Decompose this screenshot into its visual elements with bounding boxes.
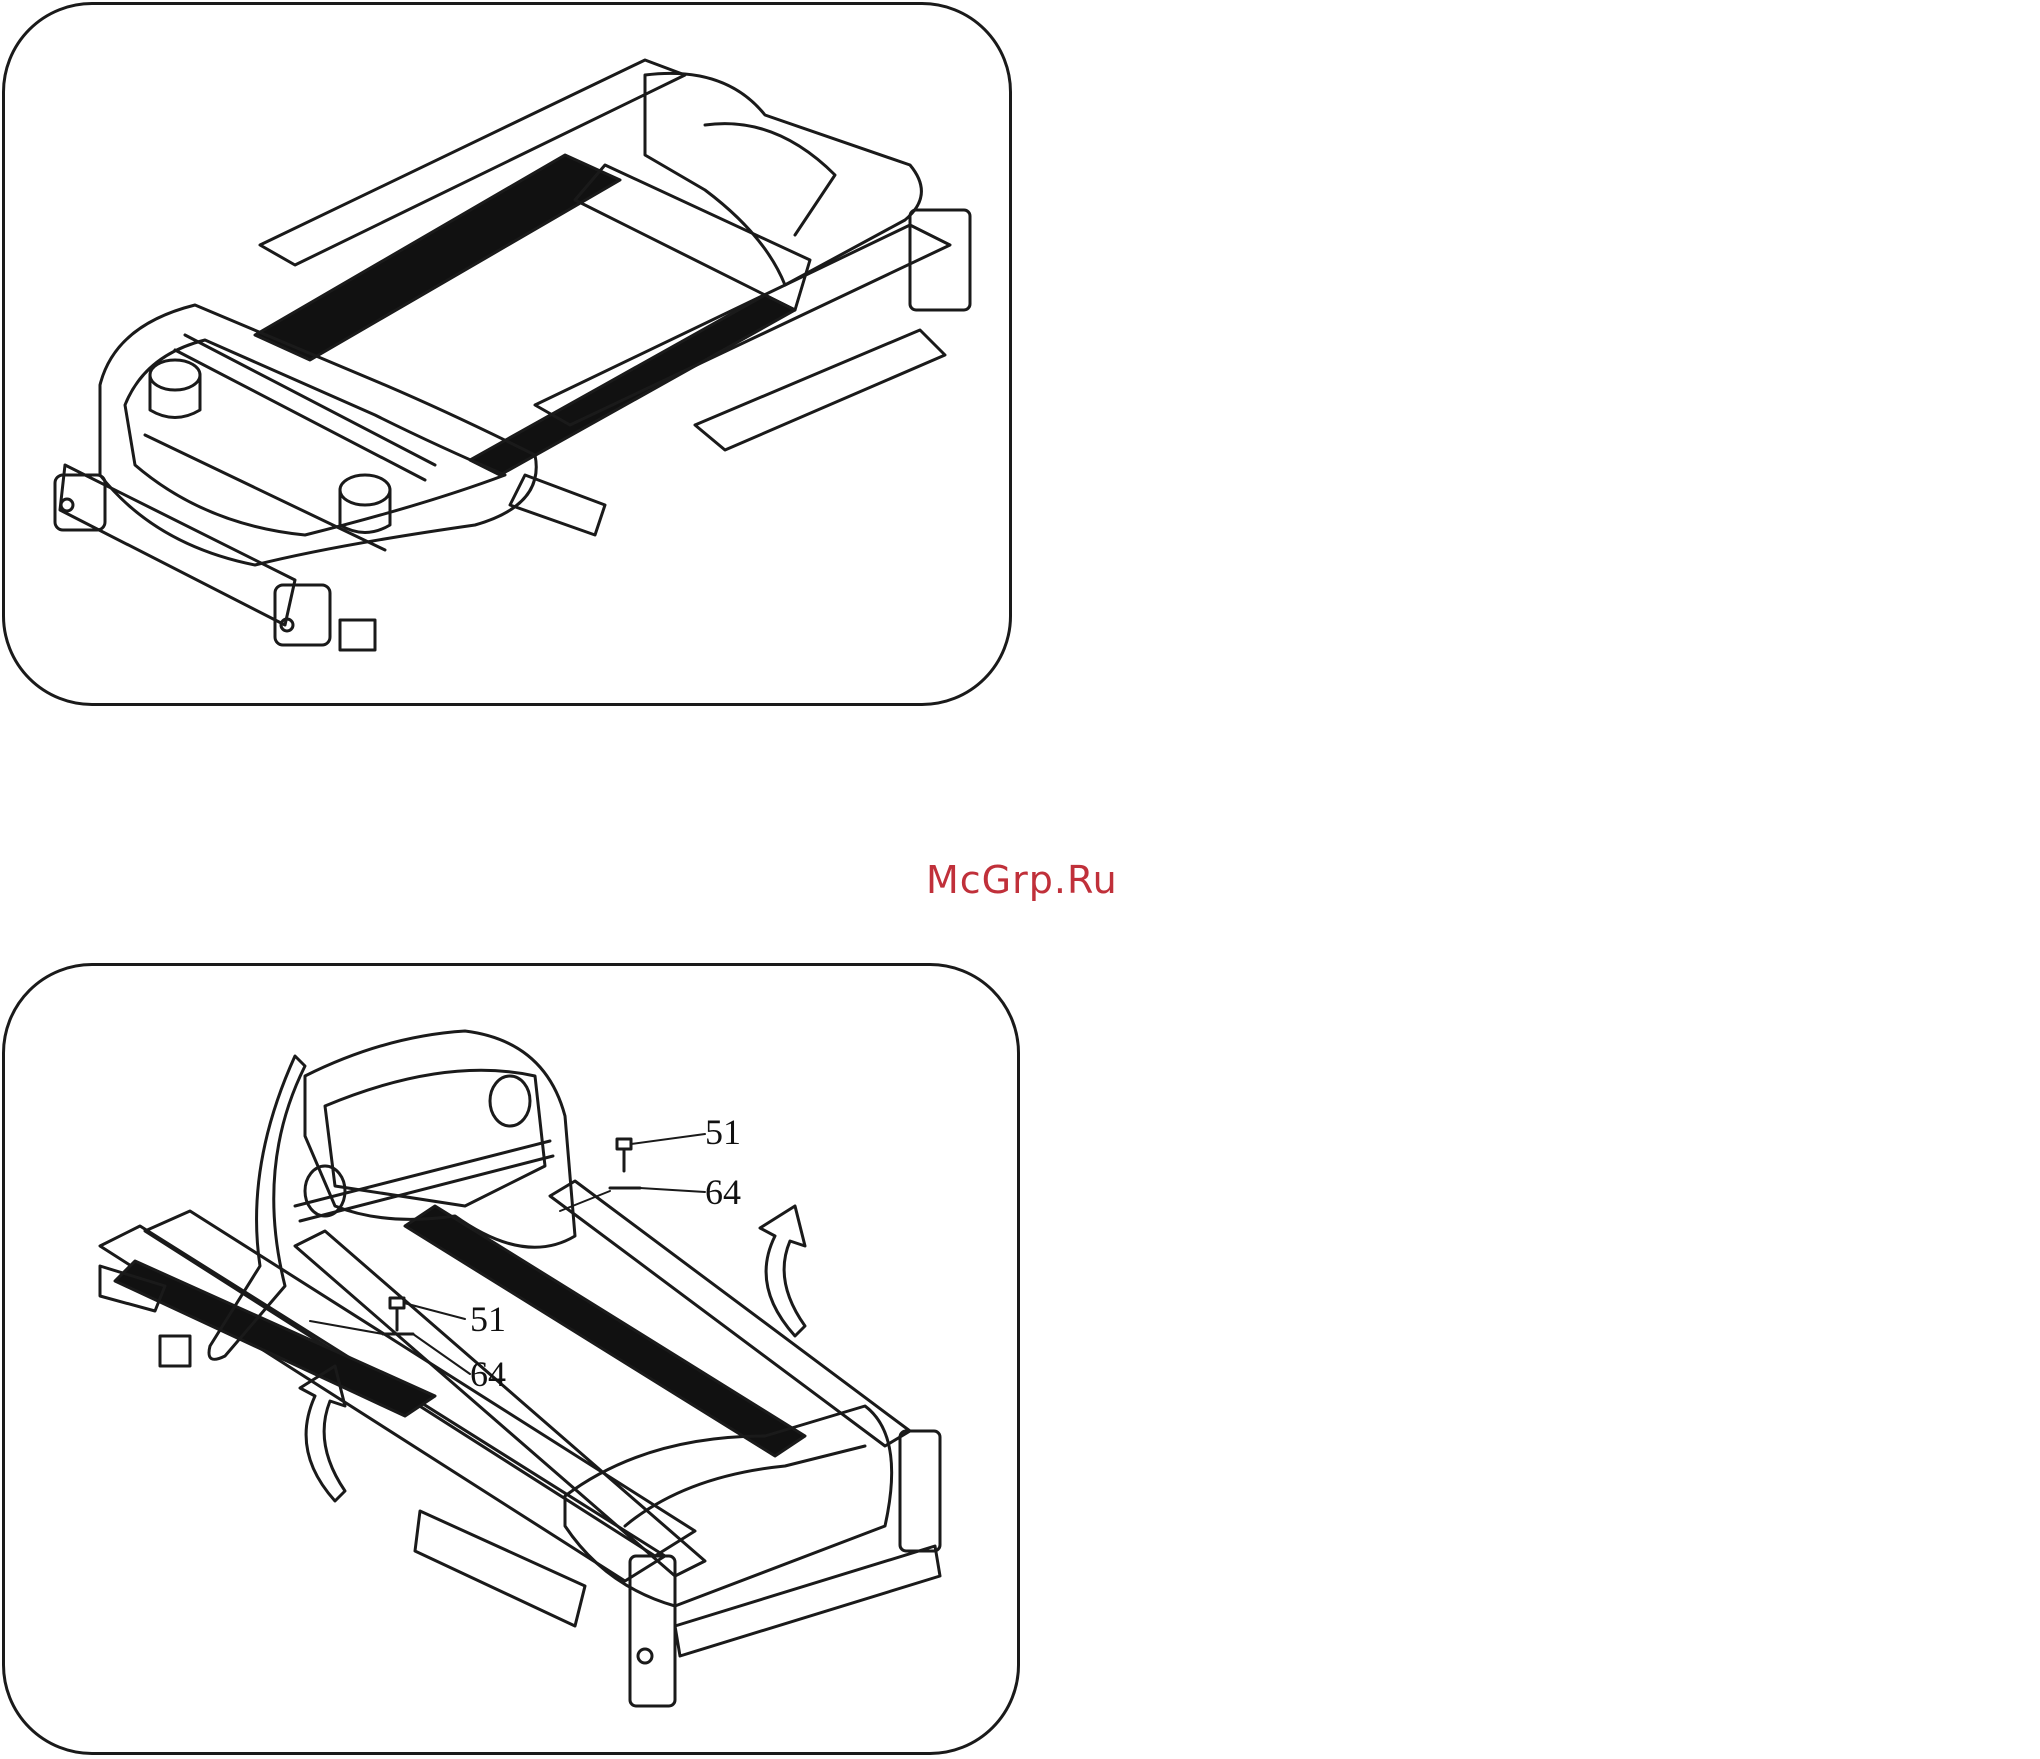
running-belt-upper: [405, 1206, 805, 1456]
treadmill-flat-underside-icon: [5, 5, 1012, 706]
lift-arrow-icon: [760, 1206, 805, 1336]
callout-label-51: 51: [470, 1301, 506, 1337]
rear-support: [510, 475, 605, 535]
cup-holder-right: [490, 1076, 530, 1126]
cup-holder-left: [150, 360, 200, 390]
motor-hood: [645, 73, 921, 285]
cup-holder-right: [340, 475, 390, 505]
post-end-cap-right: [900, 1431, 940, 1551]
treadmill-folding-icon: [5, 966, 1020, 1755]
base-frame: [675, 1546, 940, 1656]
foot-bar: [415, 1511, 585, 1626]
cup-holder-left: [305, 1166, 345, 1216]
figure-panel-top: [2, 2, 1012, 706]
bolt-icon: [390, 1298, 404, 1330]
post-end-cap-left: [630, 1556, 675, 1706]
figure-panel-bottom: 51 64 51 64: [2, 963, 1020, 1755]
callout-label-51: 51: [705, 1114, 741, 1150]
levelling-foot: [340, 620, 375, 650]
callout-label-64: 64: [705, 1174, 741, 1210]
bolt-icon: [617, 1139, 631, 1171]
wheel-right: [275, 585, 330, 645]
watermark-text: McGrp.Ru: [926, 858, 1118, 902]
callout-label-64: 64: [470, 1356, 506, 1392]
motor-hood: [565, 1406, 892, 1606]
deck-rail-right: [145, 1211, 695, 1556]
levelling-foot: [160, 1336, 190, 1366]
